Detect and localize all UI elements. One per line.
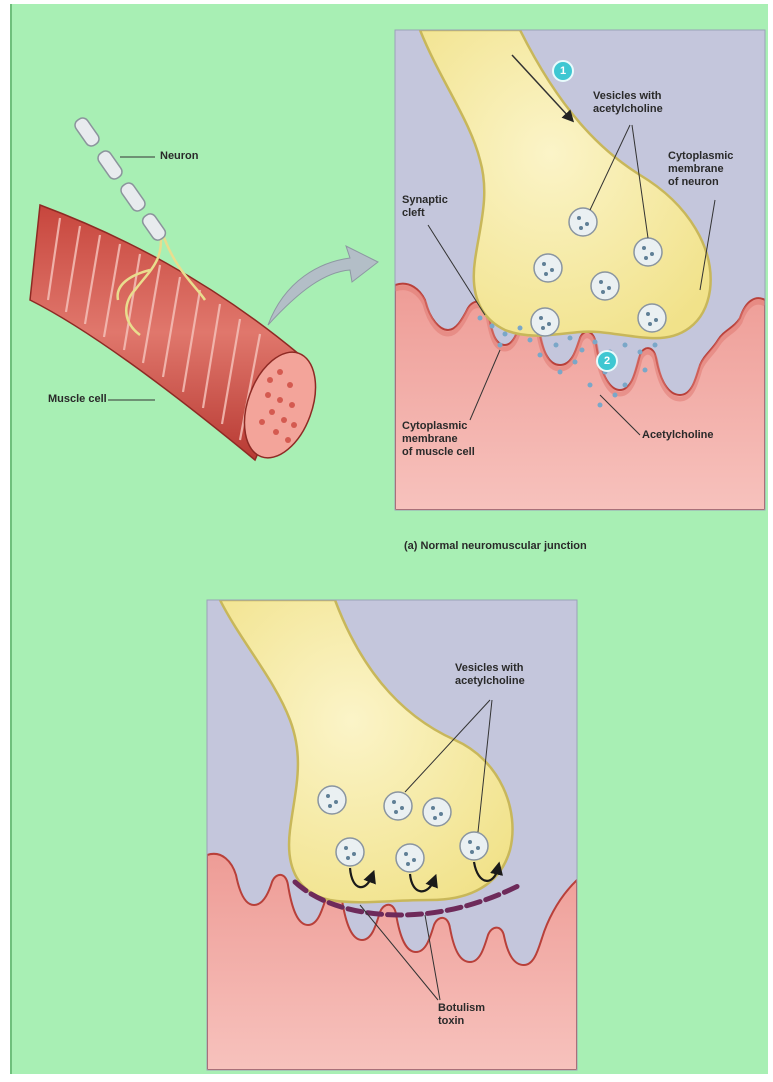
label-cyto-membrane-neuron: Cytoplasmic membrane of neuron bbox=[668, 150, 733, 189]
step-1-badge: 1 bbox=[552, 60, 574, 82]
label-muscle-cell: Muscle cell bbox=[48, 393, 107, 406]
step-2-badge: 2 bbox=[596, 350, 618, 372]
label-botulism-toxin: Botulism toxin bbox=[438, 1002, 485, 1028]
label-acetylcholine: Acetylcholine bbox=[642, 429, 714, 442]
caption-normal-junction: (a) Normal neuromuscular junction bbox=[404, 540, 587, 552]
label-vesicles-top: Vesicles with acetylcholine bbox=[593, 90, 663, 116]
label-synaptic-cleft: Synaptic cleft bbox=[402, 194, 448, 220]
label-vesicles-bottom: Vesicles with acetylcholine bbox=[455, 662, 525, 688]
label-neuron: Neuron bbox=[160, 150, 199, 163]
label-cyto-membrane-muscle: Cytoplasmic membrane of muscle cell bbox=[402, 420, 475, 459]
